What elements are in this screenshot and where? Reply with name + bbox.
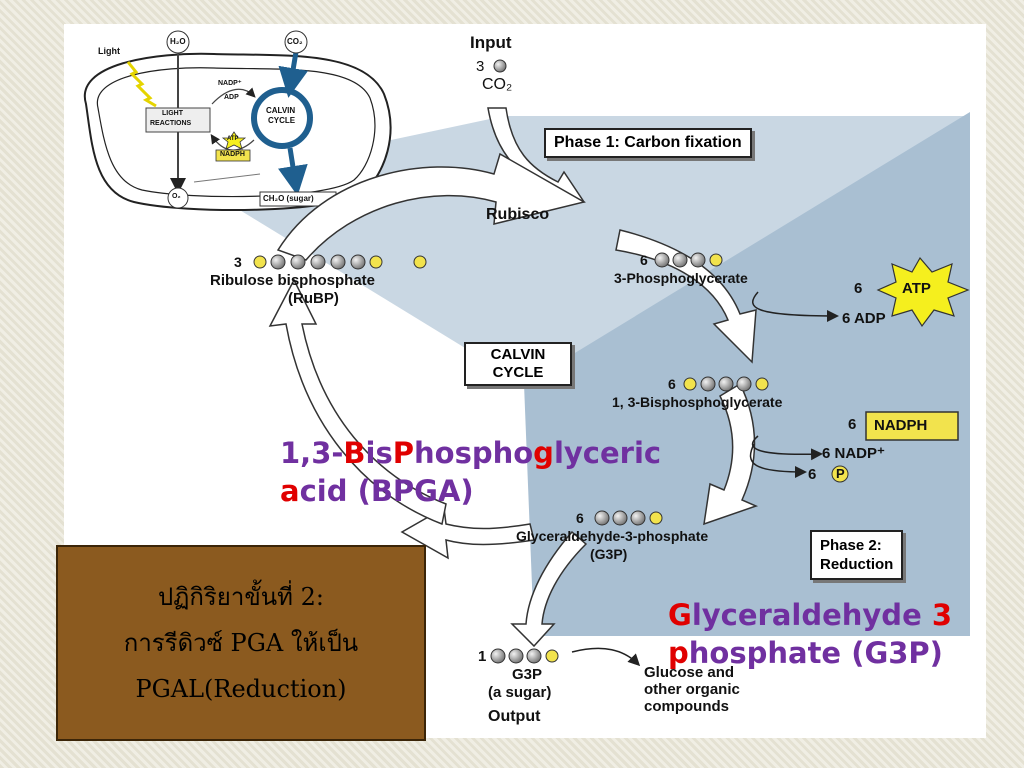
output-title: Output [488, 708, 541, 725]
rubp-beads [253, 254, 427, 270]
nadph-inset-label: NADPH [220, 151, 245, 158]
output-sub: (a sugar) [488, 684, 552, 701]
o2-label: O₂ [172, 193, 181, 200]
light-label: Light [98, 46, 120, 56]
phase2-line1: Phase 2: [820, 537, 882, 554]
atp-star-shape [876, 256, 970, 328]
h2o-label: H₂O [170, 37, 186, 46]
thai-line1: ปฏิกิริยาขั้นที่ 2: [158, 583, 324, 611]
light-reactions-label-1: LIGHT [162, 110, 183, 117]
input-molecule: CO₂ [482, 76, 513, 93]
nadph-count: 6 [848, 416, 857, 433]
rubp-name: Ribulose bisphosphate [210, 272, 376, 289]
pga-count: 6 [640, 252, 648, 268]
thai-line3: PGAL(Reduction) [135, 675, 347, 703]
nadp-inset-label: NADP⁺ [218, 80, 242, 87]
pga-name: 3-Phosphoglycerate [614, 270, 748, 286]
pga-beads [654, 252, 723, 268]
calvin-box-line2: CYCLE [492, 364, 544, 381]
nadph-label: NADPH [874, 417, 928, 434]
adp-inset-label: ADP [224, 94, 239, 101]
co2-inset-label: CO₂ [287, 37, 303, 46]
sugar-inset-label: CH₂O (sugar) [263, 194, 314, 203]
atp-inset-label: ATP [227, 136, 239, 142]
bpg-count: 6 [668, 376, 676, 392]
g3p-annotation: Glyceraldehyde 3 phosphate (G3P) [668, 596, 952, 672]
cycle-arrow-top [276, 152, 587, 261]
output-g3p: G3P [512, 666, 543, 683]
nadp-label: 6 NADP⁺ [822, 445, 885, 462]
pi-count: 6 [808, 466, 817, 483]
thai-caption-box: ปฏิกิริยาขั้นที่ 2: การรีดิวซ์ PGA ให้เป… [56, 545, 426, 741]
chloroplast-inset [83, 30, 392, 212]
thai-line2: การรีดิวซ์ PGA ให้เป็น [123, 629, 359, 657]
cycle-arrow-left [268, 278, 447, 526]
rubp-abbr: (RuBP) [288, 290, 339, 307]
calvin-inset-label-2: CYCLE [268, 116, 296, 125]
bpga-line1: 1,3-BisPhosphoglyceric [280, 436, 662, 470]
bpg-beads [683, 376, 769, 392]
output-arrow [510, 530, 588, 648]
pi-symbol: P [836, 466, 845, 481]
g3p-line2: phosphate (G3P) [668, 636, 943, 670]
rubp-count: 3 [234, 254, 242, 270]
phase2-box: Phase 2: Reduction [810, 530, 904, 580]
output-beads [490, 648, 559, 664]
blue-panel [524, 112, 970, 636]
glucose-label: Glucose and other organic compounds [644, 664, 740, 715]
calvin-cycle-box: CALVIN CYCLE [464, 342, 572, 386]
rubisco-label: Rubisco [486, 206, 550, 223]
g3p-abbr: (G3P) [590, 546, 628, 562]
input-count: 3 [476, 58, 485, 75]
g3p-beads [594, 510, 663, 526]
calvin-box-line1: CALVIN [490, 346, 546, 363]
cycle-arrow-right-2 [703, 382, 759, 526]
input-title: Input [470, 33, 512, 52]
g3p-name: Glyceraldehyde-3-phosphate [516, 528, 709, 544]
g3p-count: 6 [576, 510, 584, 526]
adp-label: 6 ADP [842, 310, 886, 327]
bpga-annotation: 1,3-BisPhosphoglyceric acid (BPGA) [280, 434, 661, 510]
phase1-box: Phase 1: Carbon fixation [544, 128, 752, 158]
bpga-line2: acid (BPGA) [280, 474, 474, 508]
calvin-inset-label-1: CALVIN [266, 106, 296, 115]
output-count: 1 [478, 648, 487, 665]
bpg-name: 1, 3-Bisphosphoglycerate [612, 394, 783, 410]
phase2-line2: Reduction [820, 556, 894, 573]
atp-count: 6 [854, 280, 863, 297]
g3p-line1: Glyceraldehyde 3 [668, 598, 953, 632]
light-reactions-label-2: REACTIONS [150, 120, 192, 127]
atp-label: ATP [902, 280, 931, 297]
calvin-cycle-diagram [83, 30, 970, 667]
nadph-box [865, 411, 959, 441]
